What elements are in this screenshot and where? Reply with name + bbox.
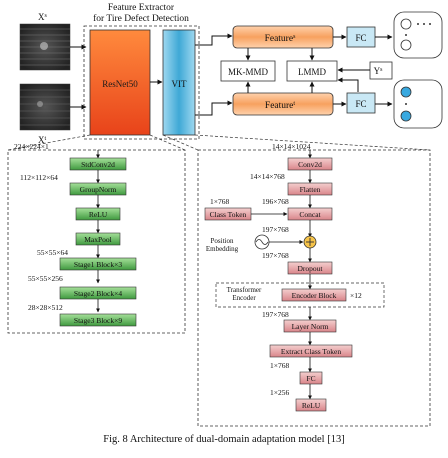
- resnet-dim-3: 55×55×256: [28, 274, 63, 283]
- svg-text:Layer Norm: Layer Norm: [292, 322, 329, 331]
- resnet-input-dim: 224×224×1: [14, 142, 49, 151]
- svg-text:Stage3 Block×9: Stage3 Block×9: [74, 316, 122, 325]
- resnet-dim-2: 55×55×64: [37, 248, 68, 257]
- target-input-label: Xt: [38, 135, 47, 145]
- zoom-line-vit-right: [194, 134, 431, 151]
- transformer-encoder-label-1: Transformer: [227, 286, 262, 294]
- lmmd-box: [286, 60, 338, 82]
- groupnorm-block: GroupNorm: [69, 182, 127, 196]
- vit-block: [162, 29, 196, 136]
- lmmd-label: LMMD: [298, 67, 327, 77]
- encoder-repeat: ×12: [350, 291, 362, 300]
- vit-label: VIT: [172, 79, 187, 89]
- source-input-label: Xs: [38, 12, 48, 22]
- target-tire-image: [19, 83, 71, 131]
- dropout-block: Dropout: [287, 261, 333, 275]
- svg-text:ReLU: ReLU: [89, 210, 108, 219]
- flatten-block: Flatten: [287, 182, 333, 196]
- add-icon: [303, 235, 317, 249]
- arrow-vit-feature-s: [195, 33, 233, 46]
- svg-text:Flatten: Flatten: [300, 185, 321, 194]
- svg-text:MaxPool: MaxPool: [84, 235, 112, 244]
- vit-input-dim: 14×14×1024: [272, 142, 311, 151]
- resnet-dim-4: 28×28×512: [28, 303, 63, 312]
- vit-dim-flatten: 196×768: [262, 197, 289, 206]
- transformer-encoder-label-2: Encoder: [232, 294, 256, 302]
- ys-label: Ys: [374, 66, 384, 76]
- fc-block-vit: FC: [299, 371, 323, 385]
- stage2-block: Stage2 Block×4: [59, 286, 137, 300]
- vit-dim-concat: 197×768: [262, 225, 289, 234]
- svg-text:Conv2d: Conv2d: [298, 160, 322, 169]
- svg-text:Extract Class Token: Extract Class Token: [281, 347, 341, 356]
- svg-text:Encoder Block: Encoder Block: [292, 291, 337, 300]
- output-nodes-target: [393, 79, 443, 129]
- extract-class-token-block: Extract Class Token: [269, 344, 353, 358]
- svg-text:Concat: Concat: [299, 210, 321, 219]
- fc-bottom-label: FC: [355, 99, 366, 109]
- vit-dim-fc: 1×256: [270, 388, 289, 397]
- vit-dim-extract: 1×768: [270, 361, 289, 370]
- concat-block: Concat: [287, 207, 333, 221]
- svg-text:Stage2 Block×4: Stage2 Block×4: [74, 289, 122, 298]
- mkmmd-box: [220, 60, 276, 82]
- zoom-line-resnet-right: [149, 134, 186, 151]
- svg-text:Stage1 Block×3: Stage1 Block×3: [74, 260, 122, 269]
- vit-dim-conv: 14×14×768: [250, 172, 285, 181]
- svg-text:Dropout: Dropout: [298, 264, 324, 273]
- svg-text:FC: FC: [306, 374, 315, 383]
- stage1-block: Stage1 Block×3: [59, 257, 137, 271]
- transformer-encoder-frame: [215, 282, 385, 308]
- extractor-title-line2: for Tire Defect Detection: [93, 13, 189, 24]
- relu-block-vit: ReLU: [295, 398, 327, 412]
- arrow-vit-feature-t: [195, 100, 233, 116]
- encoder-block: Encoder Block: [281, 288, 347, 302]
- fc-top-label: FC: [355, 33, 366, 43]
- stage3-block: Stage3 Block×9: [59, 313, 137, 327]
- vit-dim-class-token: 1×768: [210, 197, 229, 206]
- arrow-fc-lmmd: [337, 77, 359, 92]
- svg-text:ReLU: ReLU: [302, 401, 321, 410]
- output-nodes-source: [393, 11, 443, 59]
- layer-norm-block: Layer Norm: [283, 319, 337, 333]
- conv2d-block: Conv2d: [287, 157, 333, 171]
- svg-text:Class Token: Class Token: [210, 210, 247, 219]
- zoom-line-resnet-left: [7, 134, 91, 151]
- zoom-line-vit-left: [162, 134, 199, 151]
- feature-extractor-frame: [83, 25, 200, 140]
- position-embedding-icon: [254, 234, 270, 250]
- class-token-block: Class Token: [204, 207, 252, 221]
- maxpool-block: MaxPool: [75, 232, 121, 246]
- stdconv2d-block: StdConv2d: [69, 157, 127, 171]
- vit-detail-frame: [197, 149, 431, 427]
- figure-caption: Fig. 8 Architecture of dual-domain adapt…: [103, 434, 345, 445]
- extractor-title-line1: Feature Extractor: [108, 3, 175, 13]
- vit-dim-encoder: 197×768: [262, 310, 289, 319]
- position-embedding-label-2: Embedding: [206, 245, 239, 253]
- resnet50-label: ResNet50: [102, 79, 138, 89]
- mkmmd-label: MK-MMD: [228, 67, 269, 77]
- feature-target-label: Featuret: [265, 101, 296, 111]
- position-embedding-label-1: Position: [211, 237, 234, 245]
- resnet-dim-1: 112×112×64: [20, 173, 58, 182]
- fc-bottom-box: [346, 92, 376, 114]
- svg-text:StdConv2d: StdConv2d: [81, 160, 115, 169]
- feature-source-label: Features: [265, 34, 297, 44]
- vit-dim-add: 197×768: [262, 251, 289, 260]
- svg-text:GroupNorm: GroupNorm: [80, 185, 117, 194]
- source-tire-image: [19, 23, 71, 71]
- relu-block-resnet: ReLU: [75, 207, 121, 221]
